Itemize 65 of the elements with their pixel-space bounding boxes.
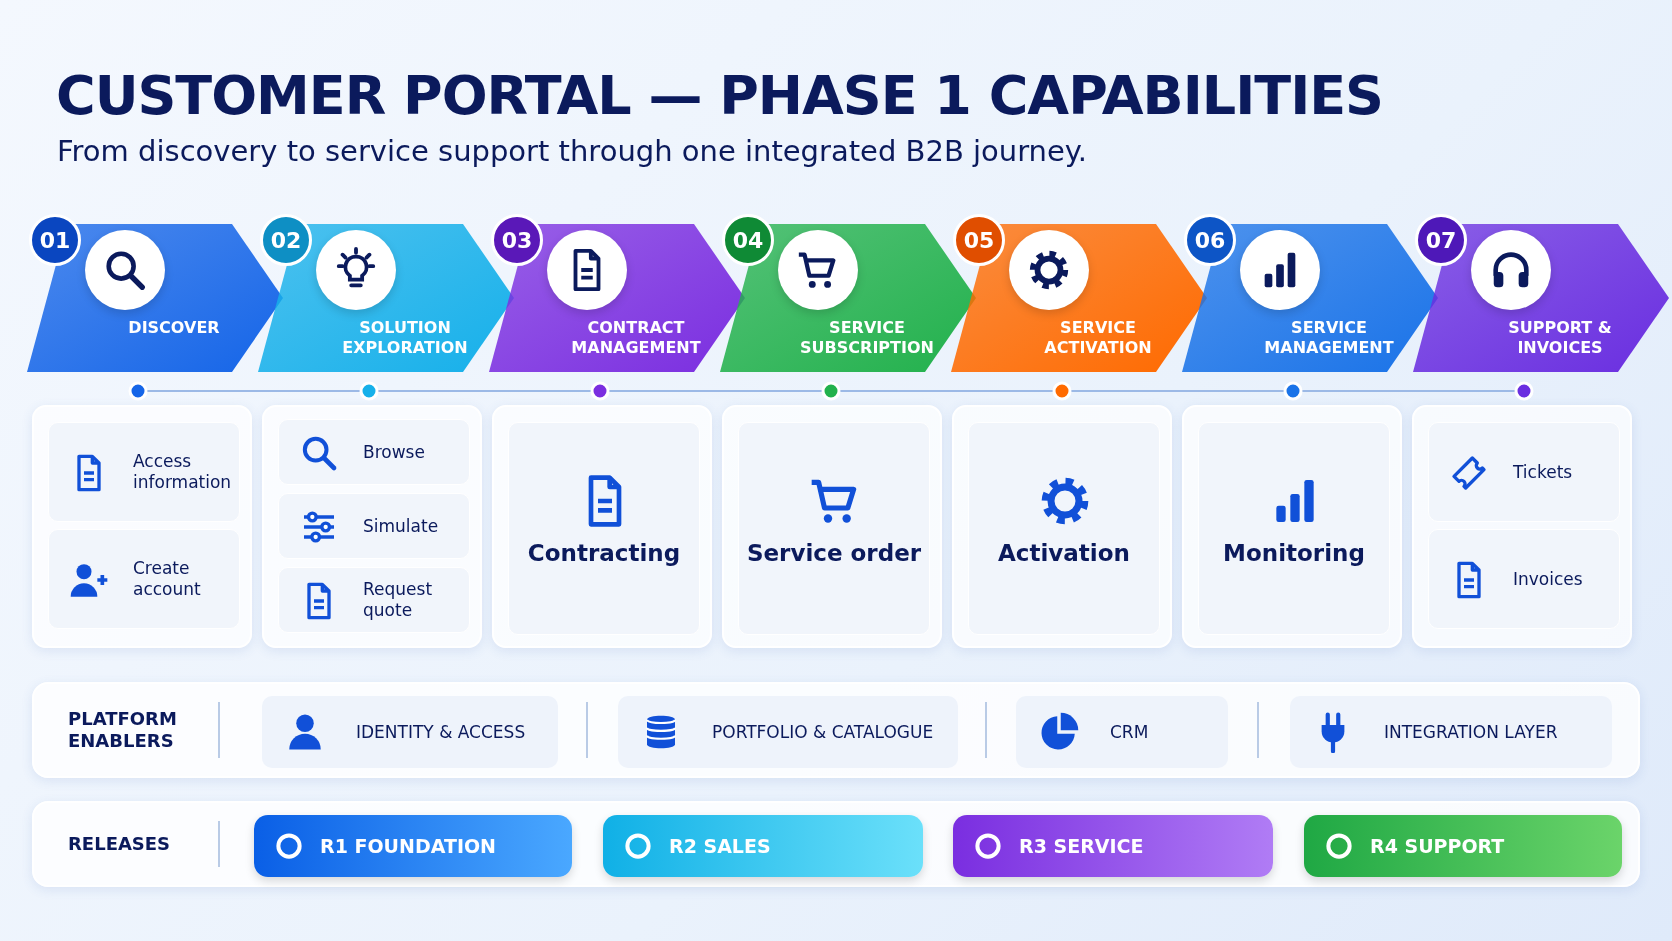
page-title: CUSTOMER PORTAL — PHASE 1 CAPABILITIES <box>56 64 1383 127</box>
step-title: SOLUTION EXPLORATION <box>341 318 469 358</box>
release-label: R3 SERVICE <box>1019 835 1144 857</box>
step-title: SERVICE MANAGEMENT <box>1263 318 1395 358</box>
capability-label: Simulate <box>363 515 440 537</box>
capability-label: Access information <box>133 451 233 493</box>
capability-card <box>1428 422 1620 522</box>
capability-label: Monitoring <box>1222 543 1366 564</box>
capability-card <box>48 529 240 629</box>
capability-panel <box>262 405 482 648</box>
capability-label: Activation <box>997 543 1131 564</box>
release-pill <box>1304 815 1622 877</box>
capability-panel <box>952 405 1172 648</box>
enabler-card <box>1016 696 1228 768</box>
capability-card <box>278 419 470 485</box>
releases-band <box>32 801 1640 887</box>
capability-label: Service order <box>745 543 923 564</box>
capability-card <box>278 493 470 559</box>
capability-card <box>968 422 1160 635</box>
release-label: R1 FOUNDATION <box>320 835 496 857</box>
capability-card <box>1428 529 1620 629</box>
enabler-card <box>262 696 558 768</box>
capability-label: Request quote <box>363 579 434 621</box>
release-label: R2 SALES <box>669 835 771 857</box>
capability-label: Contracting <box>526 543 682 564</box>
capability-card <box>48 422 240 522</box>
capability-panel <box>1182 405 1402 648</box>
release-label: R4 SUPPORT <box>1370 835 1505 857</box>
enabler-card <box>618 696 958 768</box>
band-heading: RELEASES <box>68 833 172 855</box>
release-pill <box>254 815 572 877</box>
step-title: SUPPORT & INVOICES <box>1507 318 1613 358</box>
enabler-label: INTEGRATION LAYER <box>1384 721 1558 743</box>
step-title: DISCOVER <box>127 318 221 338</box>
capability-panel <box>32 405 252 648</box>
step-number-badge: 04 <box>722 214 774 266</box>
capability-panel <box>1412 405 1632 648</box>
release-pill <box>603 815 923 877</box>
step-number-badge: 07 <box>1415 214 1467 266</box>
capability-card <box>738 422 930 635</box>
capability-label: Browse <box>363 441 426 463</box>
band-heading: PLATFORM ENABLERS <box>68 708 178 752</box>
step-title: SERVICE SUBSCRIPTION <box>799 318 935 358</box>
platform-band <box>32 682 1640 778</box>
capability-card <box>1198 422 1390 635</box>
step-title: SERVICE ACTIVATION <box>1043 318 1153 358</box>
step-title: CONTRACT MANAGEMENT <box>570 318 702 358</box>
step-number-badge: 03 <box>491 214 543 266</box>
capability-label: Create account <box>133 558 202 600</box>
capability-card <box>278 567 470 633</box>
capability-label: Tickets <box>1513 461 1574 483</box>
enabler-label: PORTFOLIO & CATALOGUE <box>712 721 934 743</box>
enabler-label: CRM <box>1110 721 1149 743</box>
step-number-badge: 02 <box>260 214 312 266</box>
subtitle: From discovery to service support through one integrated B2B journey. <box>57 134 1088 168</box>
release-pill <box>953 815 1273 877</box>
capability-panel <box>492 405 712 648</box>
capability-panel <box>722 405 942 648</box>
capability-card <box>508 422 700 635</box>
enabler-label: IDENTITY & ACCESS <box>356 721 526 743</box>
capability-label: Invoices <box>1513 568 1584 590</box>
step-number-badge: 06 <box>1184 214 1236 266</box>
enabler-card <box>1290 696 1612 768</box>
step-number-badge: 01 <box>29 214 81 266</box>
step-number-badge: 05 <box>953 214 1005 266</box>
